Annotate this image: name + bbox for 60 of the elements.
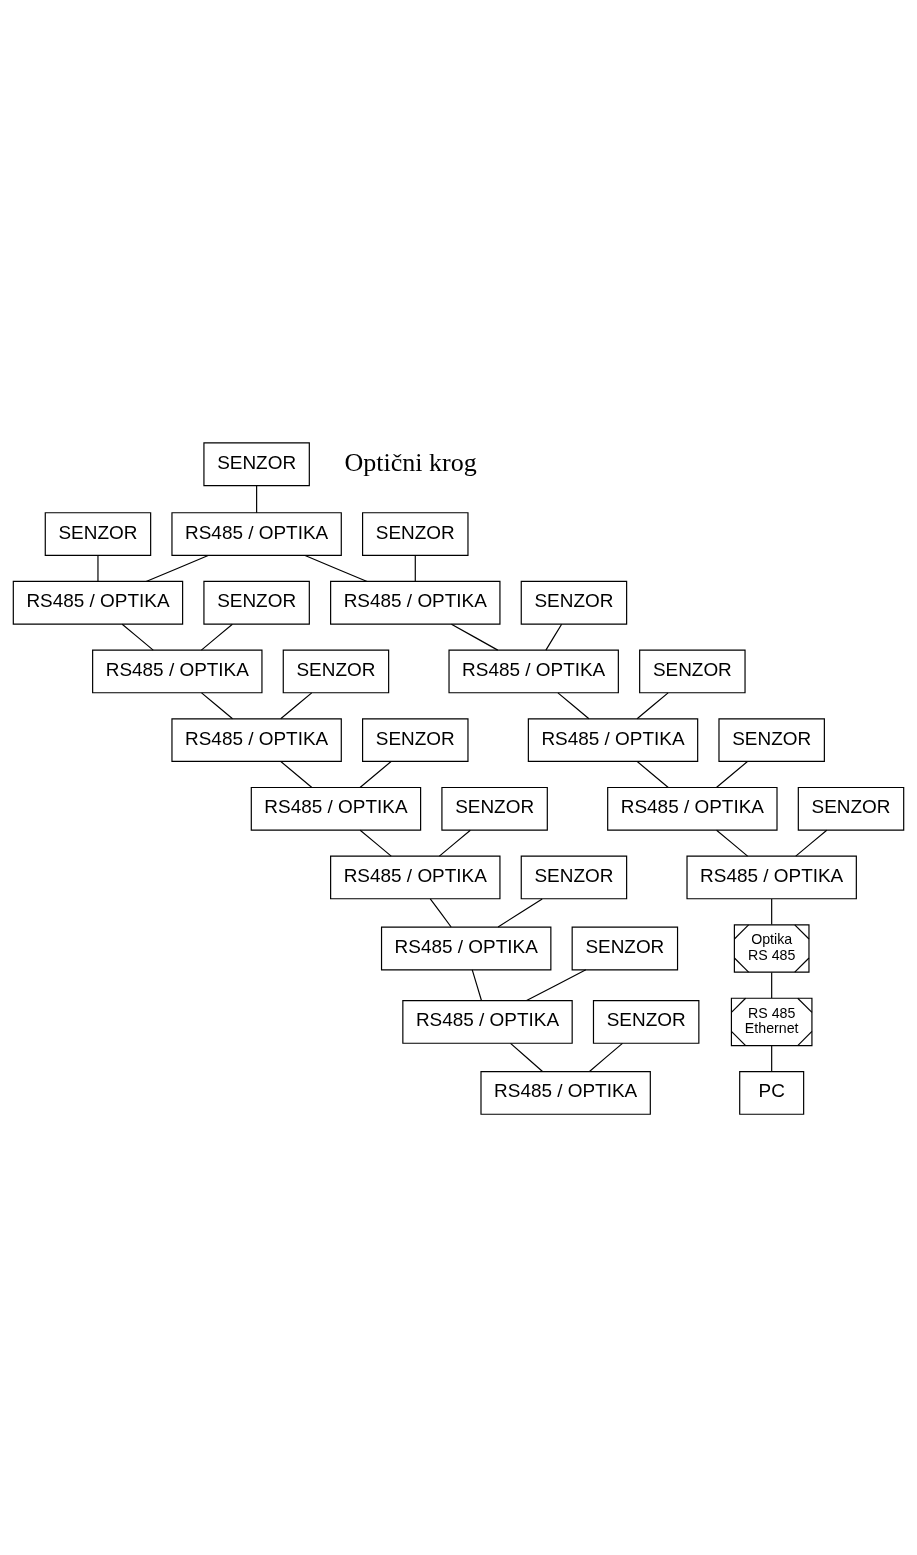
connector — [200, 623, 233, 651]
node-box: RS485 / OPTIKA — [448, 649, 619, 693]
node-box: SENZOR — [362, 717, 469, 762]
label: Optični krog — [344, 447, 477, 477]
connector — [145, 554, 209, 582]
connector — [200, 691, 234, 719]
connector — [557, 691, 590, 719]
connector — [545, 623, 563, 651]
node-box: PC — [739, 1070, 805, 1115]
node-box: RS485 / OPTIKA — [92, 649, 263, 693]
node-box: SENZOR — [797, 786, 905, 831]
node-box: RS485 / OPTIKA — [12, 580, 184, 625]
node-box: RS485 / OPTIKA — [250, 786, 422, 831]
node-box: RS485 / OPTIKA — [171, 717, 342, 762]
node-box: RS485 / OPTIKA — [330, 855, 501, 899]
connector — [280, 691, 313, 719]
node-box: SENZOR — [203, 441, 310, 486]
node-box: SENZOR — [44, 511, 152, 556]
connector — [771, 897, 773, 925]
node-box: SENZOR — [571, 926, 679, 970]
connector — [636, 760, 669, 788]
connector — [636, 691, 669, 719]
node-box: SENZOR — [520, 580, 628, 625]
node-box: SENZOR — [282, 649, 390, 693]
connector — [509, 1042, 544, 1072]
connector — [471, 968, 482, 1001]
connector — [526, 968, 587, 1001]
node-box: SENZOR — [203, 580, 310, 625]
node-box: RS485 / OPTIKA — [402, 999, 573, 1044]
node-box: RS485 / OPTIKA — [330, 580, 501, 625]
node-box: SENZOR — [520, 855, 628, 899]
node-box: RS485 / OPTIKA — [380, 926, 552, 970]
connector — [438, 829, 471, 857]
node-box: RS485 / OPTIKA — [527, 717, 699, 762]
node-box: SENZOR — [718, 717, 825, 762]
connector — [121, 623, 154, 651]
connector — [359, 829, 392, 857]
connector — [715, 760, 749, 788]
connector — [359, 760, 392, 788]
connector — [414, 554, 416, 582]
node-box: RS485 / OPTIKA — [480, 1070, 651, 1115]
node-box: SENZOR — [592, 999, 700, 1044]
connector — [280, 760, 313, 788]
node-box: SENZOR — [441, 786, 548, 831]
connector — [771, 971, 773, 998]
connector — [450, 623, 499, 651]
connector — [429, 897, 452, 928]
connector — [256, 484, 258, 513]
connector — [716, 829, 749, 857]
node-box: RS485 / OPTIKA — [607, 786, 778, 831]
node-box: RS485 / OPTIKA — [171, 511, 342, 556]
connector — [588, 1042, 624, 1072]
connector — [97, 554, 99, 582]
connector — [497, 897, 543, 928]
connector — [304, 554, 368, 582]
connector — [771, 1044, 773, 1072]
connector — [795, 829, 828, 857]
node-box: SENZOR — [362, 511, 469, 556]
node-box: SENZOR — [639, 649, 746, 693]
node-box: RS485 / OPTIKA — [686, 855, 857, 899]
